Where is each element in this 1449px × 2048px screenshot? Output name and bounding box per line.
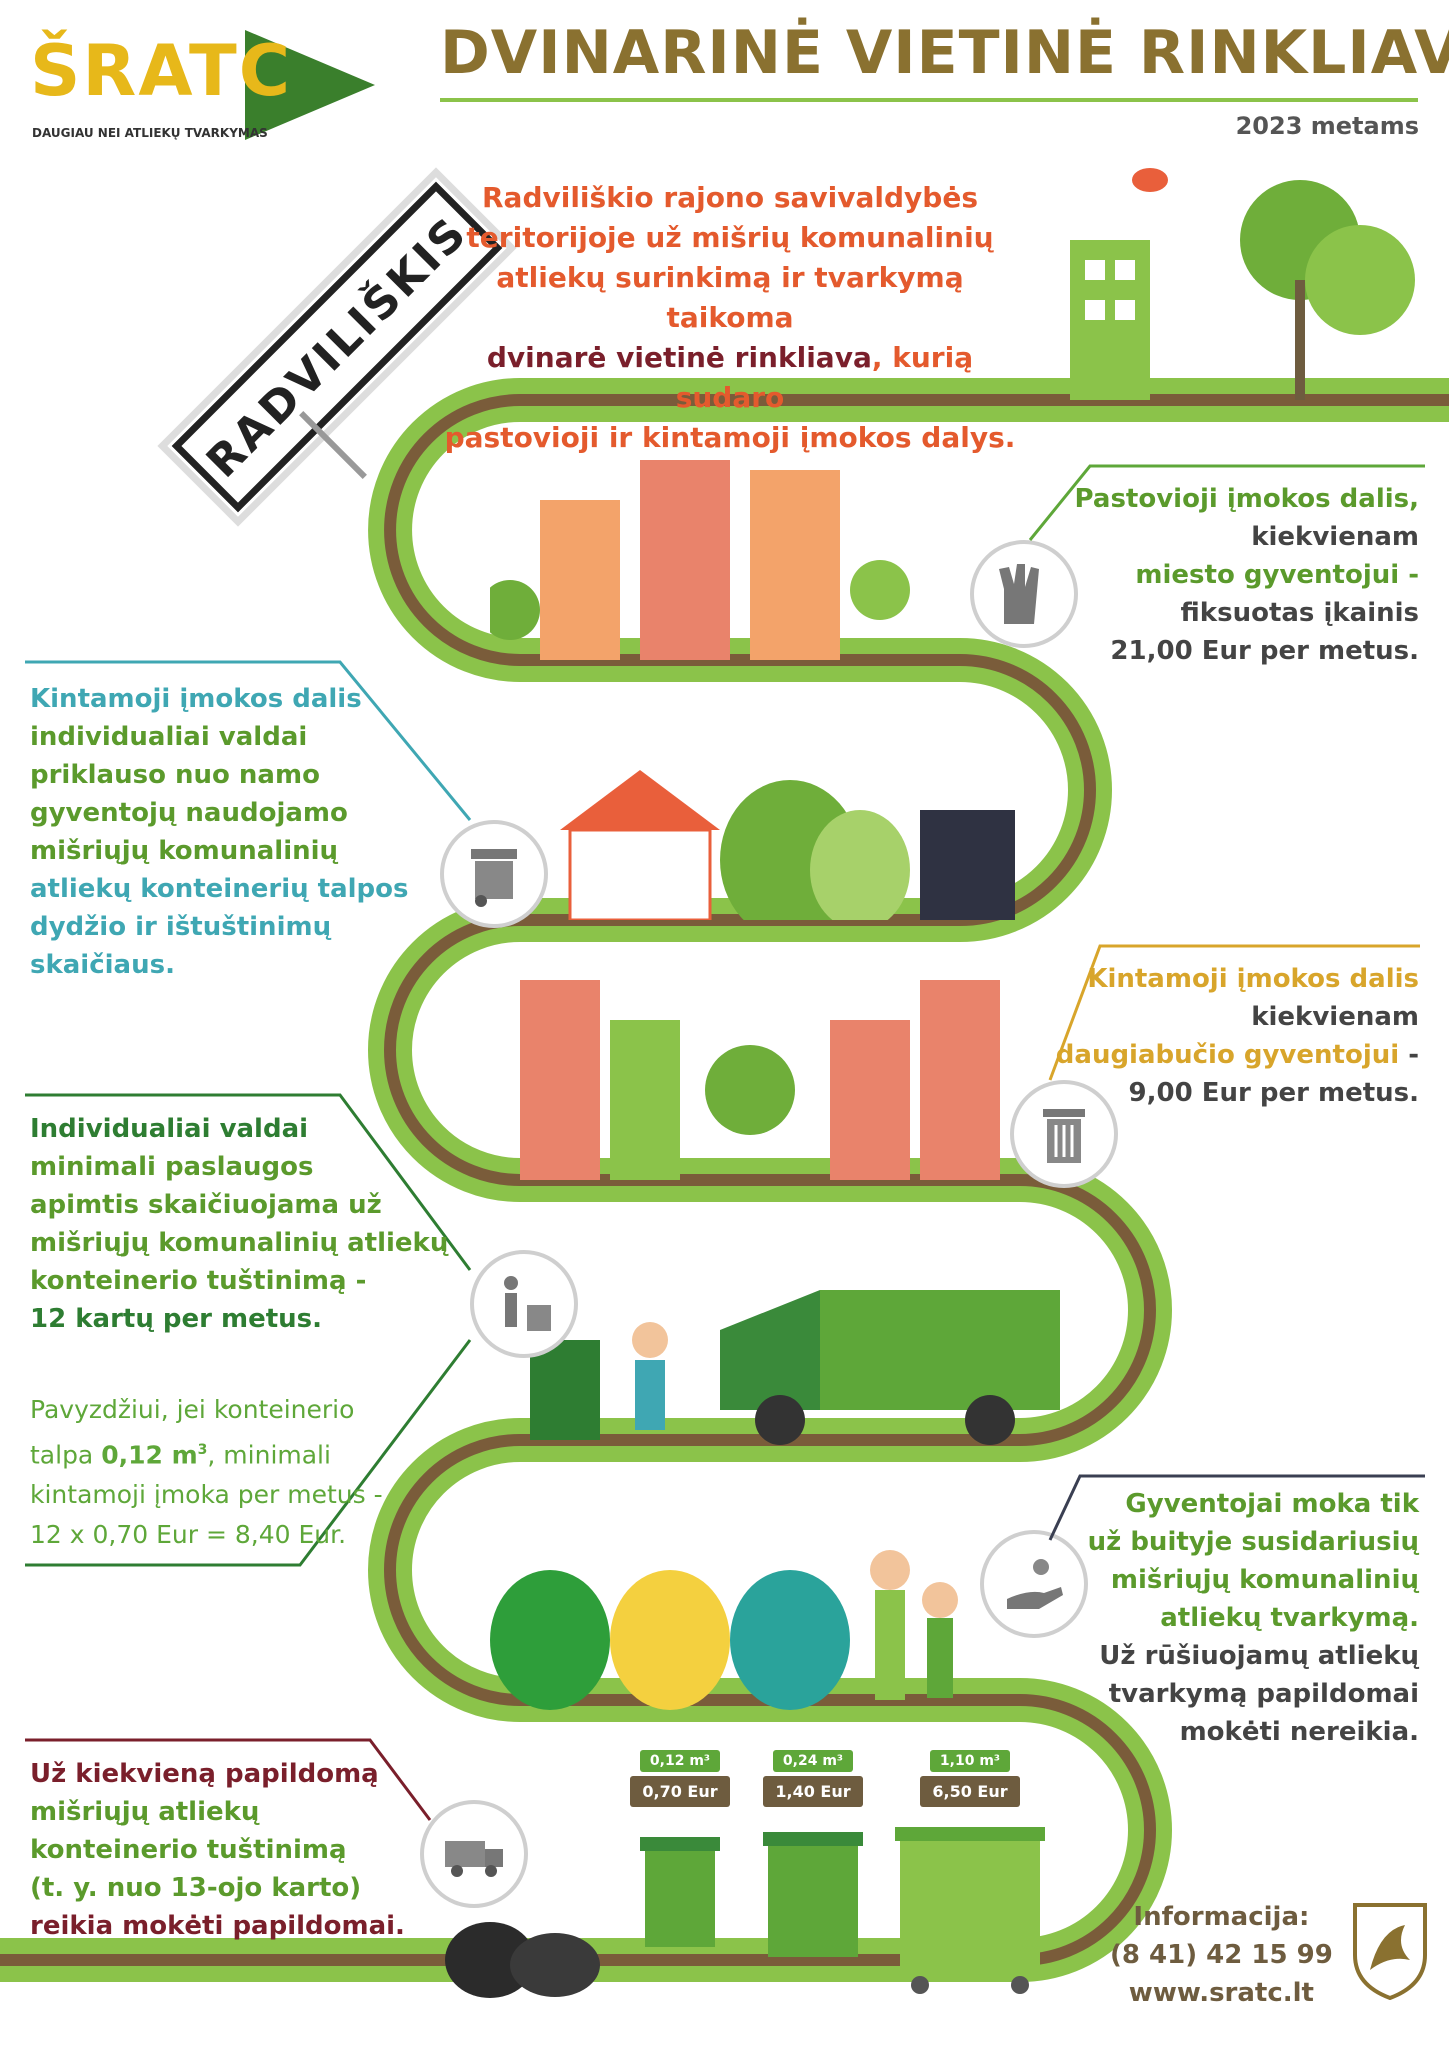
fixed-fee-block: Pastovioji įmokos dalis, kiekvienam mies… bbox=[1019, 480, 1419, 670]
intro-line-rest: , kurią sudaro bbox=[675, 341, 974, 414]
city-buildings-illustration bbox=[490, 460, 910, 660]
bin-medium: 0,24 m³ 1,40 Eur bbox=[748, 1750, 878, 1971]
wheelie-bin-icon bbox=[440, 820, 548, 928]
bin-volume: 0,24 m³ bbox=[773, 1750, 853, 1772]
minimum-service-line: mišriųjų komunalinių atliekų bbox=[30, 1228, 449, 1258]
logo[interactable]: ŠRATC DAUGIAU NEI ATLIEKŲ TVARKYMAS bbox=[30, 30, 375, 150]
intro-line: pastovioji ir kintamoji įmokos dalys. bbox=[444, 421, 1016, 454]
minimum-service-block: Individualiai valdai minimali paslaugos … bbox=[30, 1110, 470, 1338]
contact-info: Informacija: (8 41) 42 15 99 www.sratc.l… bbox=[1110, 1898, 1333, 2012]
individual-fee-line: atliekų konteinerių talpos bbox=[30, 874, 409, 904]
extra-emptying-line: reikia mokėti papildomai. bbox=[30, 1911, 405, 1941]
fixed-fee-line: miesto gyventojui - bbox=[1135, 560, 1419, 590]
intro-line: teritorijoje už mišrių komunalinių bbox=[466, 221, 994, 254]
page-title: DVINARINĖ VIETINĖ RINKLIAVA bbox=[440, 18, 1449, 88]
individual-fee-line: priklauso nuo namo bbox=[30, 760, 320, 790]
apartment-fee-block: Kintamoji įmokos dalis kiekvienam daugia… bbox=[1019, 960, 1419, 1112]
minimum-service-line: konteinerio tuštinimą - bbox=[30, 1266, 367, 1296]
example-line: talpa 0,12 m3, minimali bbox=[30, 1430, 430, 1475]
bin-price: 6,50 Eur bbox=[920, 1776, 1020, 1807]
sorting-line: Gyventojai moka tik bbox=[1125, 1489, 1419, 1519]
apartment-fee-highlight: daugiabučio gyventojui bbox=[1055, 1040, 1400, 1070]
logo-arrow-icon bbox=[245, 30, 375, 140]
extra-emptying-block: Už kiekvieną papildomą mišriųjų atliekų … bbox=[30, 1755, 430, 1945]
fixed-fee-amount: 21,00 Eur per metus. bbox=[1110, 636, 1419, 666]
garbage-truck-illustration bbox=[530, 1290, 1060, 1445]
minimum-service-line: minimali paslaugos bbox=[30, 1152, 314, 1182]
example-line: 12 x 0,70 Eur = 8,40 Eur. bbox=[30, 1520, 347, 1550]
intro-highlight: dvinarė vietinė rinkliava bbox=[486, 341, 872, 374]
logo-tagline: DAUGIAU NEI ATLIEKŲ TVARKYMAS bbox=[32, 126, 268, 140]
logo-text: ŠRATC bbox=[30, 30, 293, 112]
medium-bin-icon bbox=[763, 1832, 863, 1957]
sorting-bins-family-illustration bbox=[490, 1550, 958, 1710]
trash-can-icon bbox=[1010, 1080, 1118, 1188]
sorting-line: mokėti nereikia. bbox=[1179, 1717, 1419, 1747]
example-block: Pavyzdžiui, jei konteinerio talpa 0,12 m… bbox=[30, 1390, 430, 1555]
bin-large: 1,10 m³ 6,50 Eur bbox=[890, 1750, 1050, 2001]
intro-line: dvinarė vietinė rinkliava, kurią sudaro bbox=[430, 338, 1030, 418]
extra-emptying-line: mišriųjų atliekų bbox=[30, 1797, 260, 1827]
example-line: Pavyzdžiui, jei konteinerio bbox=[30, 1395, 355, 1424]
sorting-line: už buityje susidariusių bbox=[1087, 1527, 1419, 1557]
small-bin-icon bbox=[640, 1837, 720, 1947]
individual-fee-line: gyventojų naudojamo bbox=[30, 798, 348, 828]
bin-price: 1,40 Eur bbox=[763, 1776, 863, 1807]
minimum-service-line: 12 kartų per metus. bbox=[30, 1304, 323, 1334]
fixed-fee-line: fiksuotas įkainis bbox=[1180, 598, 1419, 628]
individual-fee-block: Kintamoji įmokos dalis individualiai val… bbox=[30, 680, 470, 984]
info-label: Informacija: bbox=[1133, 1902, 1310, 1932]
person-disposing-icon bbox=[470, 1250, 578, 1358]
apartment-fee-line: Kintamoji įmokos dalis bbox=[1087, 964, 1419, 994]
individual-fee-line: mišriųjų komunalinių bbox=[30, 836, 339, 866]
example-volume: 0,12 m bbox=[101, 1440, 198, 1470]
fixed-fee-line: kiekvienam bbox=[1251, 522, 1419, 552]
large-bin-icon bbox=[895, 1827, 1045, 1994]
fixed-fee-line: Pastovioji įmokos dalis, bbox=[1074, 484, 1419, 514]
apartment-fee-line: kiekvienam bbox=[1251, 1002, 1419, 1032]
extra-emptying-line: Už kiekvieną papildomą bbox=[30, 1759, 379, 1789]
individual-fee-line: dydžio ir ištuštinimų skaičiaus. bbox=[30, 912, 332, 980]
phone-number[interactable]: (8 41) 42 15 99 bbox=[1110, 1940, 1333, 1970]
individual-fee-line: Kintamoji įmokos dalis bbox=[30, 684, 362, 714]
sorting-line: Už rūšiuojamų atliekų bbox=[1099, 1641, 1419, 1671]
minimum-service-line: apimtis skaičiuojama už bbox=[30, 1190, 382, 1220]
example-text: talpa bbox=[30, 1440, 102, 1470]
garbage-truck-icon bbox=[420, 1800, 528, 1908]
example-line: kintamoji įmoka per metus - bbox=[30, 1480, 383, 1510]
bin-small: 0,12 m³ 0,70 Eur bbox=[620, 1750, 740, 1961]
year-label: 2023 metams bbox=[1235, 112, 1419, 140]
coat-of-arms-icon bbox=[1353, 1903, 1427, 2000]
garbage-bags-illustration bbox=[445, 1922, 600, 1998]
minimum-service-line: Individualiai valdai bbox=[30, 1114, 309, 1144]
hand-coin-icon bbox=[980, 1530, 1088, 1638]
apartment-fee-amount: 9,00 Eur per metus. bbox=[1128, 1078, 1419, 1108]
extra-emptying-line: konteinerio tuštinimą bbox=[30, 1835, 347, 1865]
title-underline bbox=[440, 98, 1418, 102]
bin-volume: 0,12 m³ bbox=[640, 1750, 720, 1772]
extra-emptying-line: (t. y. nuo 13-ojo karto) bbox=[30, 1873, 362, 1903]
individual-fee-line: individualiai valdai bbox=[30, 722, 308, 752]
sorting-block: Gyventojai moka tik už buityje susidariu… bbox=[1039, 1485, 1419, 1751]
bin-volume: 1,10 m³ bbox=[930, 1750, 1010, 1772]
website-link[interactable]: www.sratc.lt bbox=[1128, 1978, 1314, 2008]
intro-line: Radviliškio rajono savivaldybės bbox=[481, 181, 978, 214]
example-text: , minimali bbox=[207, 1440, 331, 1470]
intro-text: Radviliškio rajono savivaldybės teritori… bbox=[430, 178, 1030, 458]
house-illustration bbox=[560, 770, 1015, 920]
gloves-icon bbox=[970, 540, 1078, 648]
apartment-fee-dash: - bbox=[1399, 1040, 1419, 1070]
apartment-blocks-illustration bbox=[520, 980, 1000, 1180]
building-tree-illustration bbox=[1070, 168, 1415, 400]
apartment-fee-line: daugiabučio gyventojui - bbox=[1019, 1036, 1419, 1074]
example-volume-unit: 3 bbox=[197, 1442, 208, 1458]
sorting-line: atliekų tvarkymą. bbox=[1160, 1603, 1419, 1633]
bin-price: 0,70 Eur bbox=[630, 1776, 730, 1807]
intro-line: atliekų surinkimą ir tvarkymą taikoma bbox=[496, 261, 964, 334]
sorting-line: tvarkymą papildomai bbox=[1108, 1679, 1419, 1709]
sorting-line: mišriųjų komunalinių bbox=[1110, 1565, 1419, 1595]
